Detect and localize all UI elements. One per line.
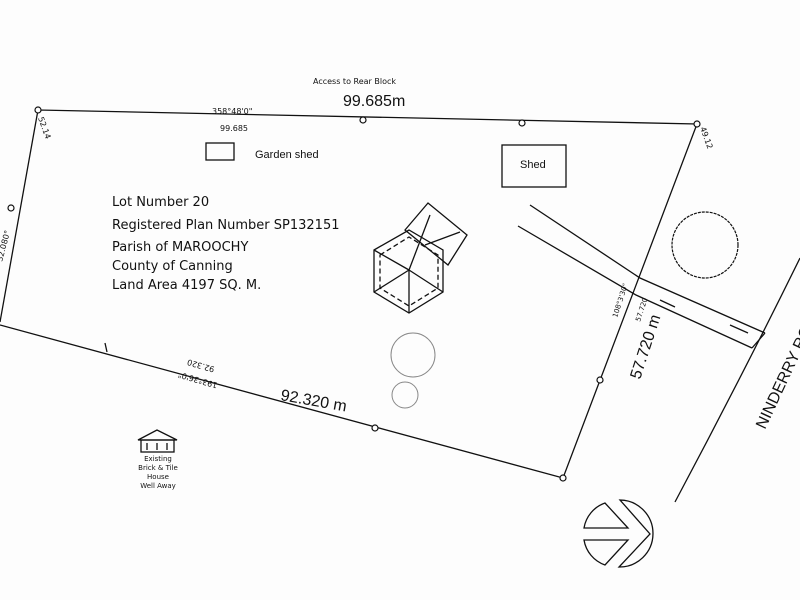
access-label: Access to Rear Block [313,77,396,86]
lot-info: Lot Number 20 Registered Plan Number SP1… [112,195,339,293]
pool-circle [390,332,436,378]
right-bearing: 108°3'30" [611,283,630,319]
top-length: 99.685m [343,93,405,110]
svg-text:Brick & Tile: Brick & Tile [138,464,178,472]
svg-text:Lot Number 20: Lot Number 20 [112,195,209,210]
road-edge [674,257,800,503]
bottom-distance: 92.320 [186,357,215,373]
house-label: Existing Brick & Tile House Well Away [138,455,178,490]
garden-shed-label: Garden shed [255,149,319,161]
driveway-centre [659,299,749,334]
garden-shed [205,142,235,161]
svg-text:Existing: Existing [144,455,172,463]
lot-boundary [0,109,698,479]
svg-text:County of Canning: County of Canning [112,259,233,274]
driveway-edge [529,204,766,334]
svg-text:Well Away: Well Away [140,482,176,490]
survey-pegs [7,106,701,482]
left-corner-angle: 52.14 [36,116,52,141]
svg-text:Registered Plan Number SP13215: Registered Plan Number SP132151 [112,218,339,233]
top-bearing: 358°48'0" [212,107,252,116]
right-length: 57.720 m [628,313,665,382]
top-distance: 99.685 [220,124,248,133]
roof-plan-icon [373,202,468,314]
bottom-length: 92.320 m [279,387,348,415]
svg-text:Parish of MAROOCHY: Parish of MAROOCHY [112,240,248,255]
svg-text:Land Area 4197 SQ. M.: Land Area 4197 SQ. M. [112,278,261,293]
svg-text:House: House [147,473,169,481]
right-corner-angle: 49.12 [698,126,714,151]
shed-label: Shed [520,159,546,171]
north-arrow-icon [583,499,654,568]
road-name: NINDERRY ROAD [753,303,800,431]
tree-icon [671,211,739,279]
driveway-edge [517,225,753,349]
shed [501,144,567,188]
left-bearing: 32.080° [0,229,12,262]
house-icon [137,429,178,453]
small-circle [391,381,419,409]
